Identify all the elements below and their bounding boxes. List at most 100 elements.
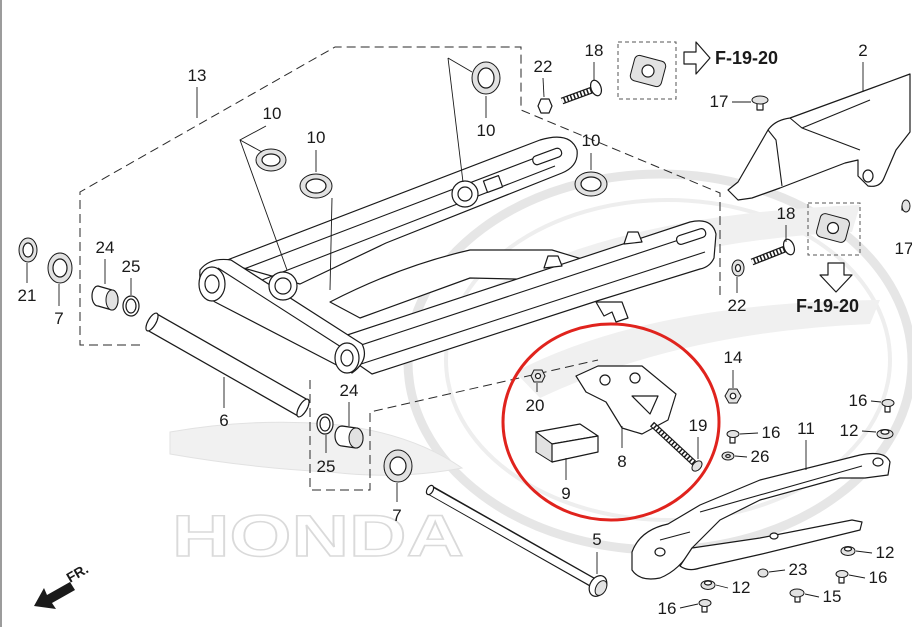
leader-12-b <box>855 550 873 554</box>
seal-25-left-inner <box>125 298 137 314</box>
callout-22-lower: 22 <box>728 296 747 315</box>
dust-seal-a-inner <box>261 153 281 167</box>
callout-11: 11 <box>797 419 815 438</box>
callout-24-left: 24 <box>96 238 115 257</box>
callout-12-b: 12 <box>876 543 895 562</box>
front-direction-indicator: FR. <box>34 560 91 609</box>
guide-block-9-side <box>551 435 599 463</box>
nut-12-a-top <box>880 429 890 435</box>
callout-25-right: 25 <box>317 457 336 476</box>
callout-8: 8 <box>617 452 626 471</box>
chain-slider-hole-a <box>654 547 666 557</box>
leader-10-c <box>447 57 487 183</box>
chain-slider <box>631 452 891 580</box>
callout-10-a: 10 <box>263 104 282 123</box>
leader-23 <box>768 569 786 573</box>
ref-box-lower <box>807 202 861 256</box>
callout-10-c: 10 <box>477 121 496 140</box>
upper-chain-guard-fasteners: F-19-20 <box>537 41 778 114</box>
watermark-ring-inner <box>444 198 892 522</box>
callout-18-lower: 18 <box>777 204 796 223</box>
chain-guide-8-hole-a <box>599 374 611 386</box>
chain-slider-hole-c <box>769 532 779 540</box>
nut-12-c-top <box>703 580 713 586</box>
callout-7-left: 7 <box>54 309 63 328</box>
washer-7-left-inner <box>52 258 68 278</box>
callout-16-b: 16 <box>762 423 781 442</box>
bolt-18-lower-head <box>782 238 796 256</box>
washer-26-hole <box>725 454 731 459</box>
swingarm-lower-arm <box>325 220 717 375</box>
boundary-main <box>79 46 721 346</box>
callout-16-c: 16 <box>869 568 888 587</box>
bolt-16-b-head <box>726 430 740 438</box>
lower-chain-guard-fasteners: F-19-20 <box>731 202 861 316</box>
callout-21: 21 <box>18 286 37 305</box>
reference-f-19-20-upper: F-19-20 <box>715 48 778 68</box>
leader-lines <box>26 57 882 609</box>
bolt-18-upper-head <box>589 79 603 97</box>
chain-guard <box>727 73 911 213</box>
chain-adjuster-slot-right <box>675 228 707 245</box>
chain-slider-upper <box>631 452 891 580</box>
callout-17-upper: 17 <box>710 92 729 111</box>
chain-guide-mount <box>595 301 629 323</box>
collar-24-right-end <box>348 427 364 449</box>
callout-7-right: 7 <box>392 506 401 525</box>
callout-20: 20 <box>526 396 545 415</box>
callout-10-b: 10 <box>307 128 326 147</box>
adjuster-block-left <box>482 175 504 193</box>
callout-22-upper: 22 <box>534 57 553 76</box>
callout-13: 13 <box>188 66 207 85</box>
swingarm-lower-arm-edge <box>339 232 706 366</box>
nut-23 <box>757 568 769 578</box>
nut-20-hole <box>534 372 542 380</box>
seal-25-right-inner <box>319 416 331 432</box>
chain-guard-mount-hole <box>862 169 874 183</box>
chain-guard-ridge <box>767 99 871 187</box>
leader-16-b <box>739 432 759 435</box>
pivot-end-left-bore <box>204 274 220 294</box>
callout-25-left: 25 <box>122 257 141 276</box>
washer-22-lower-hole <box>734 263 742 273</box>
bolt-16-c-head <box>835 570 849 578</box>
leader-16-c <box>848 574 866 579</box>
bolt-19-shank <box>651 423 696 465</box>
callout-16-d: 16 <box>658 599 677 618</box>
chain-guard-body <box>727 73 911 201</box>
bolt-19-head <box>691 460 703 472</box>
clip-nut-upper-hole <box>641 64 655 78</box>
bolt-17-right-head <box>901 199 911 213</box>
pivot-bolt <box>425 484 608 597</box>
callout-6: 6 <box>219 411 228 430</box>
leader-16-a <box>870 400 882 403</box>
left-frame-edge <box>0 0 2 627</box>
chain-slider-hole-b <box>872 457 884 467</box>
bolt-16-a-head <box>881 399 895 407</box>
dust-seal-c-inner <box>477 67 495 89</box>
bolt-18-upper-thread <box>561 87 593 104</box>
collar-6-end-a <box>145 312 159 332</box>
dust-seal-b-inner <box>305 178 327 194</box>
honda-wordmark: HONDA <box>172 504 464 569</box>
clip-nut-lower-hole <box>826 221 840 235</box>
chain-slider-lower <box>679 519 863 571</box>
chain-adjuster-slot-left <box>532 147 563 166</box>
leader-22-upper <box>542 77 545 98</box>
bolt-17-upper-head <box>751 95 769 105</box>
bracket-tab-a <box>543 255 563 269</box>
callout-23: 23 <box>789 560 808 579</box>
callout-14: 14 <box>724 348 743 367</box>
highlight-circle <box>501 322 721 522</box>
swingarm-upper-arm <box>221 136 578 285</box>
chain-guide-8-hole-b <box>629 372 641 384</box>
small-fasteners <box>698 399 895 613</box>
arrow-down-left-icon <box>34 582 75 609</box>
right-pivot-parts <box>316 413 413 483</box>
shock-link-hole-right-inner <box>457 186 473 202</box>
callout-9: 9 <box>561 484 570 503</box>
ref-box-upper <box>617 41 677 100</box>
shock-link-hole-left-inner <box>274 277 292 295</box>
collar-6-end-b <box>296 398 310 418</box>
